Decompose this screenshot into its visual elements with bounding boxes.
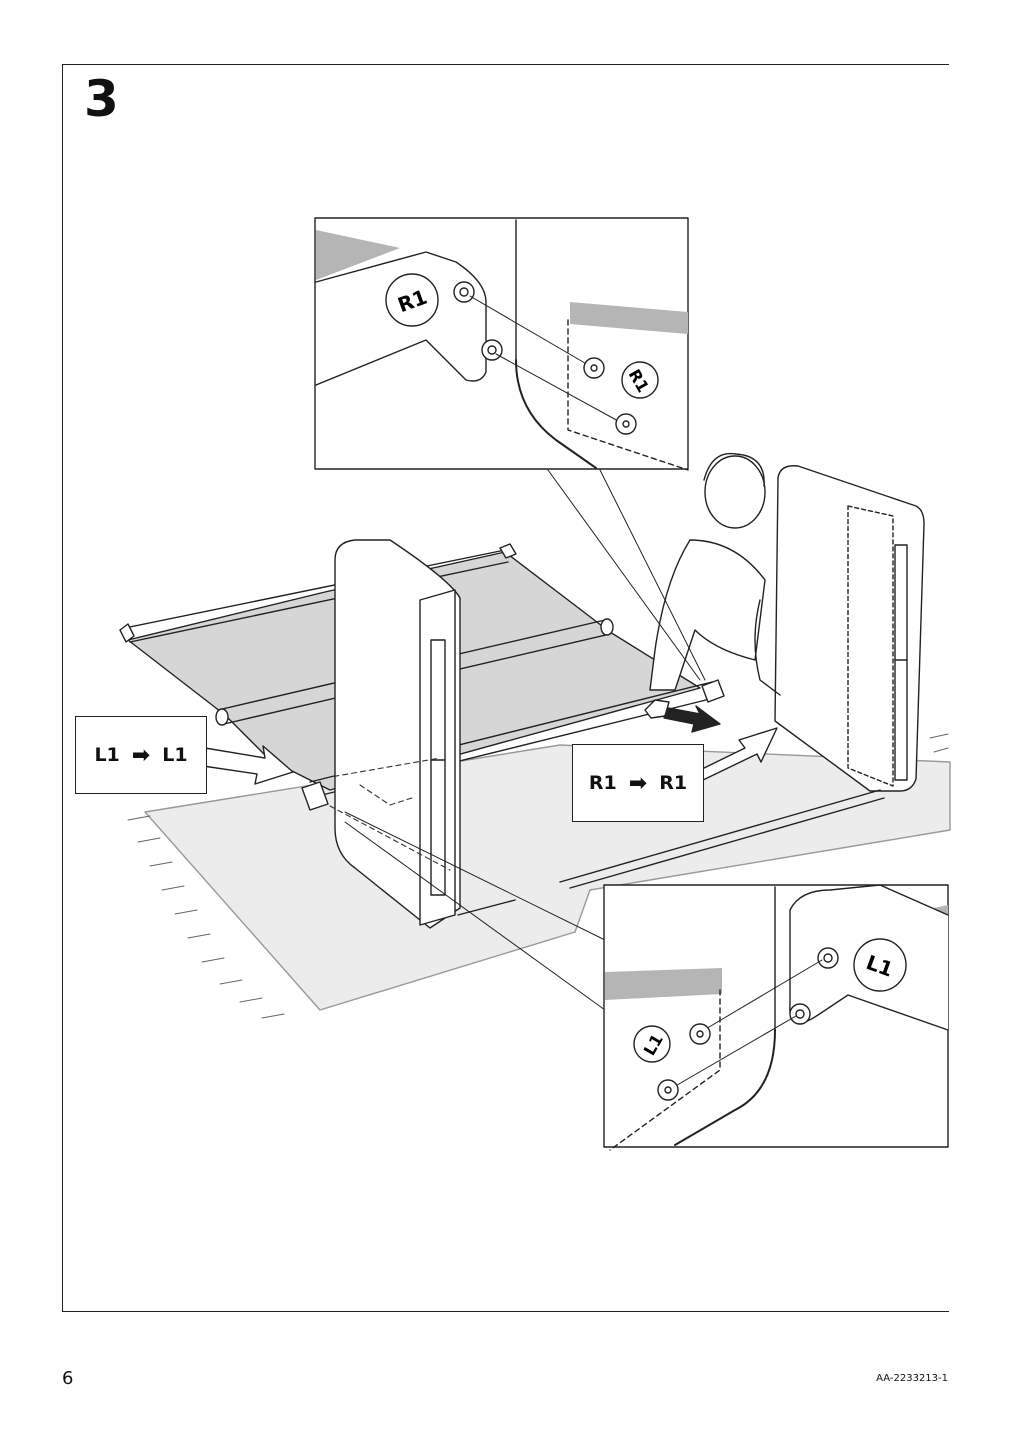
right-armrest-panel bbox=[559, 465, 925, 889]
right-callout-from: R1 bbox=[588, 772, 617, 794]
document-id: AA-2233213-1 bbox=[876, 1373, 948, 1384]
push-direction-arrow bbox=[663, 705, 721, 733]
right-arrow-icon: ➡ bbox=[628, 770, 648, 796]
right-callout-arrow bbox=[699, 727, 778, 781]
left-callout-box: L1 ➡ L1 bbox=[75, 716, 207, 794]
back-rail bbox=[119, 543, 517, 643]
person-figure bbox=[649, 452, 781, 696]
step-number: 3 bbox=[84, 70, 119, 128]
right-callout-to: R1 bbox=[659, 772, 688, 794]
detail-top bbox=[314, 217, 689, 471]
left-callout-to: L1 bbox=[162, 744, 188, 766]
left-callout-arrow bbox=[202, 745, 294, 785]
right-callout-box: R1 ➡ R1 bbox=[572, 744, 704, 822]
step-frame bbox=[62, 64, 949, 1312]
left-callout-from: L1 bbox=[94, 744, 120, 766]
detail-bottom bbox=[603, 884, 949, 1151]
left-armrest-panel bbox=[334, 539, 516, 929]
right-arrow-icon: ➡ bbox=[131, 742, 151, 768]
page-number: 6 bbox=[62, 1368, 74, 1389]
